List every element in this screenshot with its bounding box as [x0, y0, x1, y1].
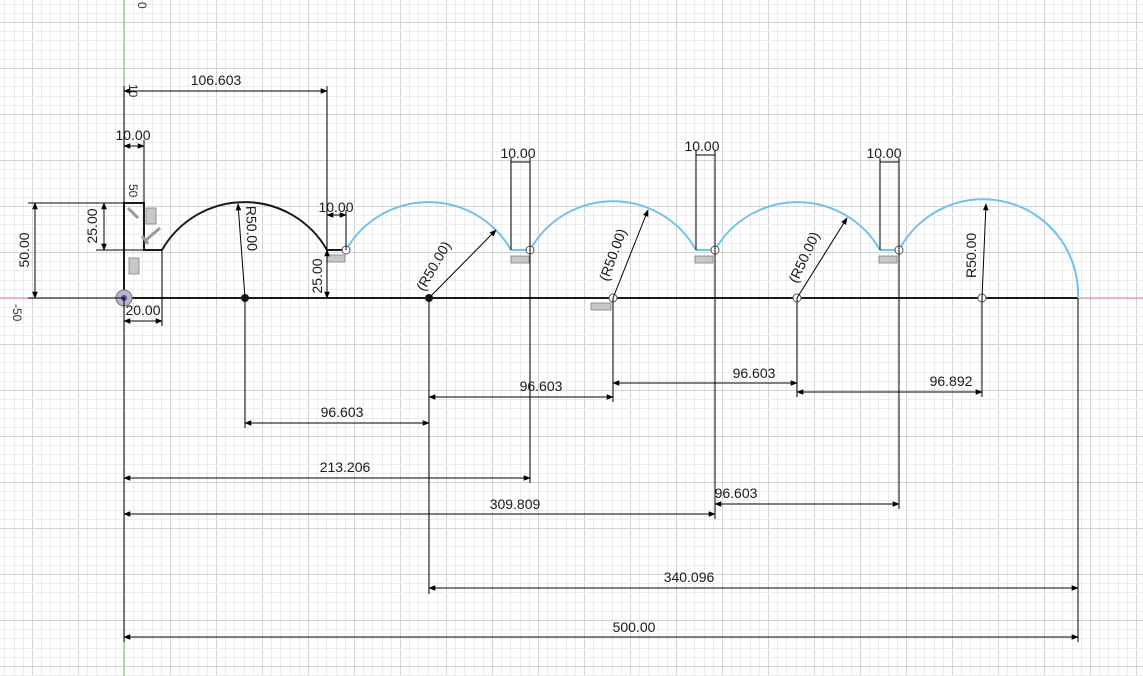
ruler-top-mark: 0: [135, 2, 149, 9]
dimension-total-309[interactable]: 309.809: [123, 496, 716, 517]
dimension-text: 50.00: [16, 232, 32, 267]
dimension-text: (R50.00): [785, 229, 823, 285]
dimension-spacing-5[interactable]: 96.603: [714, 485, 900, 507]
dimension-20[interactable]: 20.00: [123, 250, 163, 326]
horizontal-constraint-icon[interactable]: [326, 254, 346, 263]
dimension-text: 96.892: [930, 373, 973, 389]
dimension-text: 20.00: [125, 302, 160, 318]
sketch-arc-4[interactable]: [714, 201, 881, 251]
dimension-106-603[interactable]: 106.603: [123, 72, 328, 250]
dimension-text: 96.603: [321, 404, 364, 420]
dimension-text: 309.809: [490, 496, 541, 512]
ruler-mark-50: 50: [126, 184, 140, 198]
dimension-10-c[interactable]: 10.00: [500, 145, 536, 250]
radius-dimension-1[interactable]: R50.00: [235, 203, 261, 299]
dimension-50-left[interactable]: 50.00: [16, 202, 124, 299]
perpendicular-constraint-icon[interactable]: [126, 206, 157, 225]
dimension-spacing-4[interactable]: 96.892: [796, 373, 983, 395]
dimension-10-e[interactable]: 10.00: [866, 145, 902, 250]
sketch-arc-3[interactable]: [529, 200, 697, 251]
dimension-spacing-2[interactable]: 96.603: [428, 378, 614, 400]
dimension-10-b[interactable]: 10.00: [318, 199, 354, 250]
dimension-total-500[interactable]: 500.00: [123, 619, 1079, 640]
dimension-total-213[interactable]: 213.206: [123, 459, 531, 481]
radius-dimension-4[interactable]: (R50.00): [785, 217, 848, 299]
dimension-text: 25.00: [309, 258, 325, 293]
dimension-text: 96.603: [733, 365, 776, 381]
horizontal-constraint-icon[interactable]: [128, 257, 140, 275]
dimension-10-d[interactable]: 10.00: [684, 138, 720, 250]
dimension-text: 10.00: [318, 199, 353, 215]
horizontal-constraint-icon[interactable]: [694, 255, 714, 264]
dimension-text: 96.603: [715, 485, 758, 501]
dimension-text: 10.00: [115, 127, 150, 143]
dimension-10-a[interactable]: 10.00: [115, 127, 151, 203]
dimension-text: 10.00: [500, 145, 535, 161]
dimension-25-mid[interactable]: 25.00: [309, 249, 330, 299]
dimension-text: 500.00: [613, 619, 656, 635]
dimension-text: 106.603: [191, 72, 242, 88]
dimension-25-left[interactable]: 25.00: [84, 202, 144, 251]
dimension-text: 96.603: [520, 378, 563, 394]
extension-lines: [123, 250, 1079, 642]
perpendicular-constraint-icon[interactable]: [140, 226, 161, 245]
sketch-arc-1[interactable]: [161, 201, 328, 251]
horizontal-constraint-icon[interactable]: [878, 255, 898, 264]
dimension-text: 213.206: [320, 459, 371, 475]
dimension-text: 10.00: [866, 145, 901, 161]
dimension-text: 340.096: [664, 569, 715, 585]
sketch-arc-5[interactable]: [898, 198, 1080, 299]
horizontal-constraint-icon[interactable]: [590, 302, 612, 311]
horizontal-constraint-icon[interactable]: [510, 255, 530, 264]
dimension-text: 10.00: [684, 138, 719, 154]
dimension-total-340[interactable]: 340.096: [428, 569, 1079, 591]
ruler-left-mark: -50: [10, 304, 24, 322]
dimension-text: R50.00: [243, 206, 261, 252]
sketch-arc-2[interactable]: [345, 201, 512, 251]
radius-dimension-5[interactable]: R50.00: [963, 203, 989, 299]
dimension-text: 25.00: [84, 208, 100, 243]
dimension-spacing-3[interactable]: 96.603: [612, 365, 798, 386]
dimension-spacing-1[interactable]: 96.603: [244, 404, 430, 426]
dimension-text: R50.00: [963, 233, 979, 278]
